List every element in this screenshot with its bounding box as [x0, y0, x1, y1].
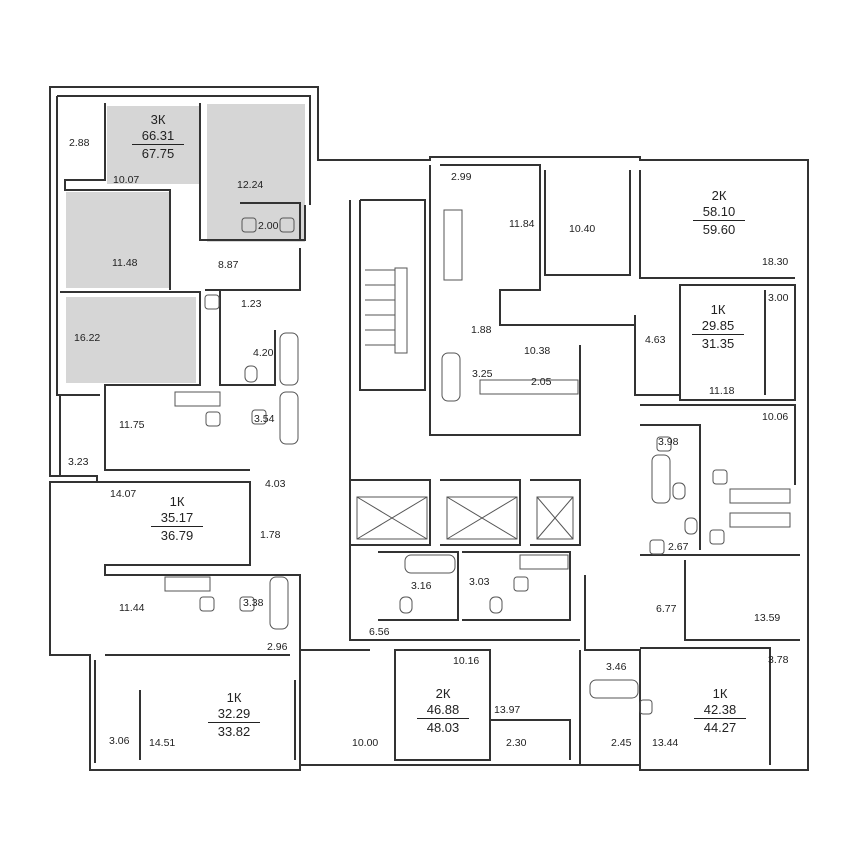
- room-area: 3.00: [768, 292, 789, 304]
- apartment-type: 1К: [169, 494, 185, 509]
- room-area: 13.59: [754, 612, 781, 624]
- room-area: 6.77: [656, 603, 677, 615]
- room-area: 10.40: [569, 223, 596, 235]
- apartment-living-area: 42.38: [703, 702, 737, 717]
- room-area: 2.88: [69, 137, 90, 149]
- walls: [49, 86, 809, 771]
- apartment-label-1k-left-mid: 1К 35.17 36.79: [137, 494, 217, 544]
- room-area: 4.03: [265, 478, 286, 490]
- apartment-total-area: 48.03: [417, 718, 469, 736]
- room-area: 11.75: [119, 419, 145, 431]
- highlighted-apartment-3k[interactable]: [66, 104, 305, 383]
- fixtures: [164, 209, 791, 715]
- apartment-type: 3К: [150, 112, 166, 127]
- room-area: 3.46: [606, 661, 627, 673]
- apartment-living-area: 29.85: [701, 318, 735, 333]
- apartment-living-area: 46.88: [426, 702, 460, 717]
- room-area: 11.44: [119, 602, 145, 614]
- room-area: 1.78: [260, 529, 281, 541]
- room-area: 3.98: [658, 436, 679, 448]
- room-area: 3.78: [768, 654, 789, 666]
- room-area: 11.84: [509, 218, 535, 230]
- apartment-total-area: 44.27: [694, 718, 746, 736]
- room-area: 10.06: [762, 411, 789, 423]
- room-area: 13.44: [652, 737, 679, 749]
- room-area: 13.97: [494, 704, 521, 716]
- apartment-total-area: 31.35: [692, 334, 744, 352]
- apartment-type: 1К: [226, 690, 242, 705]
- room-area: 10.16: [453, 655, 480, 667]
- room-area: 2.45: [611, 737, 632, 749]
- room-area: 3.23: [68, 456, 89, 468]
- room-area: 4.63: [645, 334, 666, 346]
- room-area: 3.16: [411, 580, 432, 592]
- room-area: 10.07: [113, 174, 140, 186]
- room-area: 3.25: [472, 368, 493, 380]
- room-area: 14.51: [149, 737, 176, 749]
- room-area: 3.06: [109, 735, 130, 747]
- apartment-living-area: 32.29: [217, 706, 251, 721]
- room-area: 1.23: [241, 298, 262, 310]
- apartment-living-area: 66.31: [141, 128, 175, 143]
- room-area: 14.07: [110, 488, 137, 500]
- room-area: 8.87: [218, 259, 239, 271]
- apartment-label-3k: 3К 66.31 67.75: [118, 112, 198, 162]
- room-area: 2.96: [267, 641, 288, 653]
- apartment-label-2k-bottom: 2К 46.88 48.03: [403, 686, 483, 736]
- room-area: 3.03: [469, 576, 490, 588]
- apartment-label-1k-right: 1К 29.85 31.35: [678, 302, 758, 352]
- room-area: 10.00: [352, 737, 379, 749]
- room-area: 11.48: [112, 257, 138, 269]
- room-area: 2.67: [668, 541, 689, 553]
- room-area: 3.38: [243, 597, 264, 609]
- room-area: 11.18: [709, 385, 735, 397]
- room-area: 2.99: [451, 171, 472, 183]
- apartment-type: 2К: [435, 686, 451, 701]
- apartment-type: 1К: [712, 686, 728, 701]
- apartment-living-area: 58.10: [702, 204, 736, 219]
- apartment-label-2k-top: 2К 58.10 59.60: [679, 188, 759, 238]
- apartment-total-area: 59.60: [693, 220, 745, 238]
- room-area: 18.30: [762, 256, 789, 268]
- room-area: 6.56: [369, 626, 390, 638]
- room-area: 3.54: [254, 413, 275, 425]
- room-area: 2.00: [258, 220, 279, 232]
- room-area: 1.88: [471, 324, 492, 336]
- apartment-label-1k-bottom-right: 1К 42.38 44.27: [680, 686, 760, 736]
- room-area: 4.20: [253, 347, 274, 359]
- room-area: 2.30: [506, 737, 527, 749]
- apartment-total-area: 33.82: [208, 722, 260, 740]
- apartment-label-1k-bottom-left: 1К 32.29 33.82: [194, 690, 274, 740]
- apartment-type: 2К: [711, 188, 727, 203]
- room-area: 2.05: [531, 376, 552, 388]
- room-area: 12.24: [237, 179, 264, 191]
- apartment-total-area: 67.75: [132, 144, 184, 162]
- room-area: 16.22: [74, 332, 101, 344]
- room-area: 10.38: [524, 345, 551, 357]
- apartment-total-area: 36.79: [151, 526, 203, 544]
- apartment-type: 1К: [710, 302, 726, 317]
- apartment-living-area: 35.17: [160, 510, 194, 525]
